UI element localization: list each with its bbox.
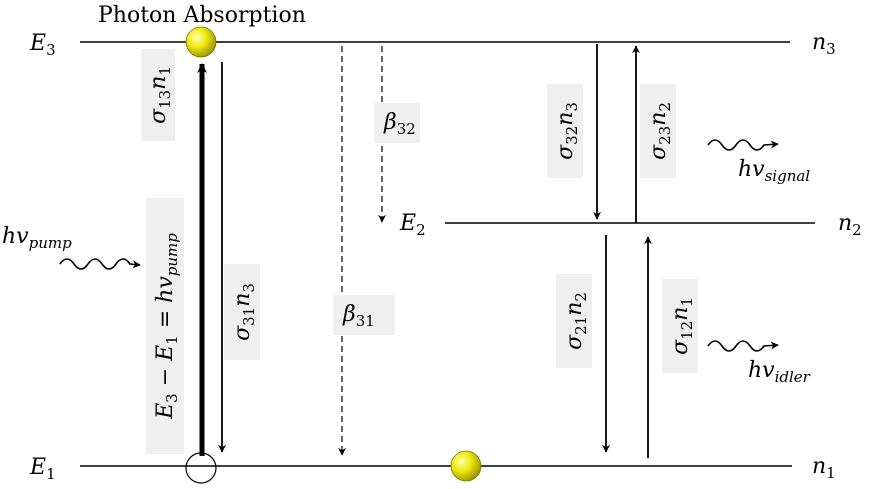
idler-photon-wave — [707, 340, 779, 352]
label-sigma13-n1: σ13n1 — [141, 49, 175, 141]
label-sigma21-n2: σ21n2 — [556, 274, 592, 368]
svg-text:σ31n3: σ31n3 — [230, 283, 258, 341]
signal-photon-label: hvsignal — [738, 157, 810, 185]
svg-text:σ32n3: σ32n3 — [553, 102, 581, 160]
svg-text:β31: β31 — [342, 302, 375, 330]
svg-text:β32: β32 — [383, 110, 416, 138]
excited-particle — [185, 26, 217, 58]
label-energy-equation: E3 − E1 = hvpump — [146, 198, 184, 454]
label-beta32: β32 — [374, 103, 420, 143]
level-e2-label: E2 — [399, 211, 426, 239]
svg-text:σ12n1: σ12n1 — [668, 297, 696, 355]
idler-photon-label: hvidler — [748, 358, 811, 386]
pump-photon-label: hvpump — [2, 224, 72, 252]
label-sigma32-n3: σ32n3 — [547, 84, 583, 178]
label-sigma12-n1: σ12n1 — [662, 279, 698, 373]
pump-photon-wave — [59, 258, 141, 270]
population-n3-label: n3 — [812, 30, 836, 58]
population-n2-label: n2 — [838, 211, 862, 239]
svg-text:E3 − E1 = hvpump: E3 − E1 = hvpump — [153, 233, 181, 420]
svg-text:σ23n2: σ23n2 — [646, 102, 674, 160]
label-sigma23-n2: σ23n2 — [640, 84, 676, 178]
label-sigma31-n3: σ31n3 — [224, 264, 260, 360]
population-n1-label: n1 — [812, 454, 836, 482]
level-e3-label: E3 — [29, 31, 56, 59]
vacated-state-circle — [185, 452, 217, 484]
level-e1-label: E1 — [29, 455, 56, 483]
label-beta31: β31 — [333, 295, 395, 335]
ground-particle — [450, 450, 482, 482]
diagram-title: Photon Absorption — [98, 3, 306, 28]
svg-text:σ21n2: σ21n2 — [562, 292, 590, 350]
signal-photon-wave — [707, 139, 779, 151]
svg-text:σ13n1: σ13n1 — [146, 66, 174, 124]
